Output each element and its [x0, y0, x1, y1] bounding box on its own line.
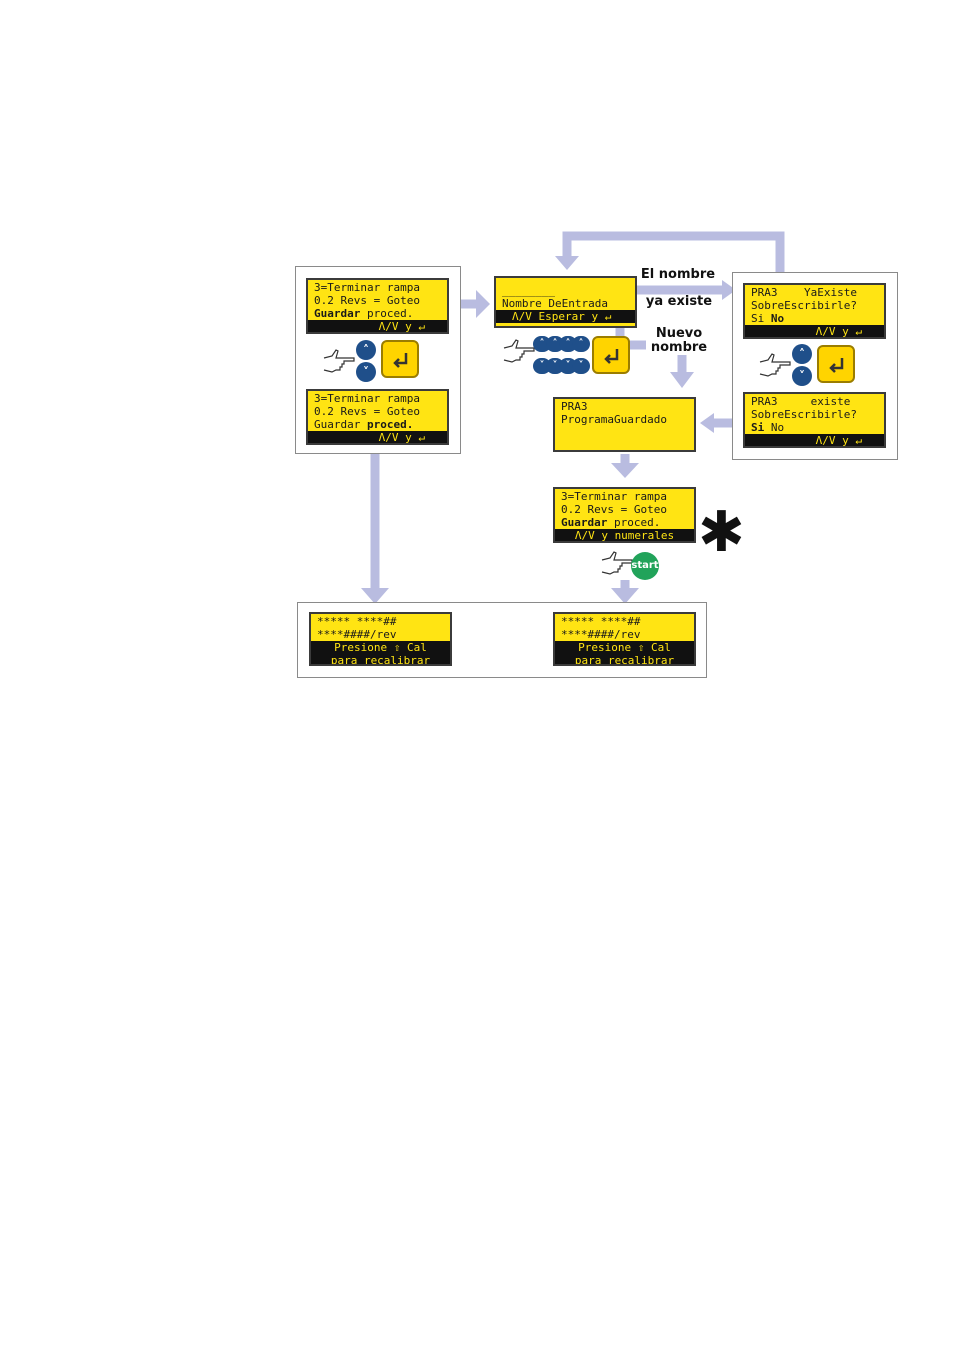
lcd-screen-already-exists: PRA3 YaExiste SobreEscribirle? Si No Λ/V… — [743, 283, 886, 339]
lcd-highlight: No — [770, 312, 785, 325]
lcd-line-inverted: para recalibrar — [555, 654, 694, 664]
lcd-line: 0.2 Revs = Goteo — [561, 503, 667, 516]
label-line: nombre — [650, 340, 708, 355]
lcd-screen-overwrite-yes: PRA3 existe SobreEscribirle? Si No Λ/V y… — [743, 392, 886, 448]
label-line: ya existe — [645, 294, 713, 309]
lcd-line: 0.2 Revs = Goteo — [314, 294, 420, 307]
up-arrow-icon[interactable]: ˄ — [572, 336, 590, 352]
down-arrow-icon[interactable]: ˅ — [356, 362, 376, 382]
lcd-line: ***** ****## — [561, 615, 641, 628]
pointing-hand-icon — [503, 339, 535, 363]
lcd-line: 3=Terminar rampa — [561, 490, 667, 503]
lcd-line: ****####/rev — [317, 628, 397, 641]
lcd-text: Guardar — [314, 418, 367, 431]
pointing-hand-icon — [601, 551, 633, 575]
lcd-line: 3=Terminar rampa — [314, 392, 420, 405]
lcd-line: PRA3 YaExiste — [751, 286, 857, 299]
lcd-line: ****####/rev — [561, 628, 641, 641]
lcd-line-inverted: Presione ⇧ Cal — [555, 641, 694, 654]
lcd-line-inverted: para recalibrar — [311, 654, 450, 664]
lcd-text: No — [764, 421, 785, 434]
lcd-line: Si No — [745, 421, 884, 434]
enter-icon[interactable] — [381, 340, 419, 378]
lcd-text: Si — [751, 312, 771, 325]
lcd-screen-numerals: 3=Terminar rampa 0.2 Revs = Goteo Guarda… — [553, 487, 696, 543]
lcd-line: Guardar proced. — [308, 307, 447, 320]
pointing-hand-icon — [759, 353, 791, 377]
lcd-line-inverted: Presione ⇧ Cal — [311, 641, 450, 654]
lcd-line: Nombre DeEntrada — [502, 297, 608, 310]
lcd-screen-save-procedure-1: 3=Terminar rampa 0.2 Revs = Goteo Guarda… — [306, 278, 449, 334]
lcd-line-inverted: Λ/V Esperar y ↵ — [496, 310, 635, 323]
lcd-line-inverted: Λ/V y ↵ — [745, 325, 884, 337]
lcd-line: ***** ****## — [317, 615, 397, 628]
lcd-text: proced. — [360, 307, 414, 320]
lcd-line: Guardar proced. — [555, 516, 694, 529]
label-line: El nombre — [640, 267, 716, 282]
down-arrow-icon[interactable]: ˅ — [792, 366, 812, 386]
lcd-line-inverted: Λ/V y ↵ — [308, 431, 447, 443]
lcd-line: ________ — [502, 284, 555, 297]
lcd-text: proced. — [607, 516, 661, 529]
lcd-line: Guardar proced. — [308, 418, 447, 431]
label-name-exists-2: ya existe — [640, 295, 718, 309]
lcd-line-inverted: Λ/V y ↵ — [308, 320, 447, 332]
down-arrow-icon[interactable]: ˅ — [572, 358, 590, 374]
lcd-screen-name-entry: ________ Nombre DeEntrada Λ/V Esperar y … — [494, 276, 637, 328]
lcd-line: 3=Terminar rampa — [314, 281, 420, 294]
lcd-line: SobreEscribirle? — [751, 299, 857, 312]
up-arrow-icon[interactable]: ˄ — [792, 344, 812, 364]
lcd-line-inverted: Λ/V y ↵ — [745, 434, 884, 446]
lcd-highlight: Guardar — [561, 516, 608, 529]
lcd-highlight: Guardar — [314, 307, 361, 320]
label-new-name: Nuevo nombre — [646, 327, 712, 355]
lcd-screen-recalibrate-left: ***** ****## ****####/rev Presione ⇧ Cal… — [309, 612, 452, 666]
start-button[interactable]: start — [631, 552, 659, 580]
lcd-highlight: Si — [751, 421, 765, 434]
lcd-line: PRA3 — [561, 400, 588, 413]
lcd-line: ProgramaGuardado — [561, 413, 667, 426]
asterisk-note-marker: ✱ — [698, 500, 745, 565]
label-name-exists: El nombre — [638, 268, 718, 282]
enter-icon[interactable] — [817, 345, 855, 383]
lcd-line: 0.2 Revs = Goteo — [314, 405, 420, 418]
lcd-screen-recalibrate-right: ***** ****## ****####/rev Presione ⇧ Cal… — [553, 612, 696, 666]
label-line: Nuevo — [655, 326, 703, 341]
lcd-screen-save-procedure-2: 3=Terminar rampa 0.2 Revs = Goteo Guarda… — [306, 389, 449, 445]
lcd-screen-program-saved: PRA3 ProgramaGuardado — [553, 397, 696, 452]
lcd-highlight: proced. — [366, 418, 414, 431]
lcd-line: PRA3 existe — [751, 395, 851, 408]
lcd-line: SobreEscribirle? — [751, 408, 857, 421]
pointing-hand-icon — [323, 349, 355, 373]
lcd-line-inverted: Λ/V y numerales — [555, 529, 694, 541]
enter-icon[interactable] — [592, 336, 630, 374]
up-arrow-icon[interactable]: ˄ — [356, 340, 376, 360]
lcd-line: Si No — [745, 312, 884, 325]
